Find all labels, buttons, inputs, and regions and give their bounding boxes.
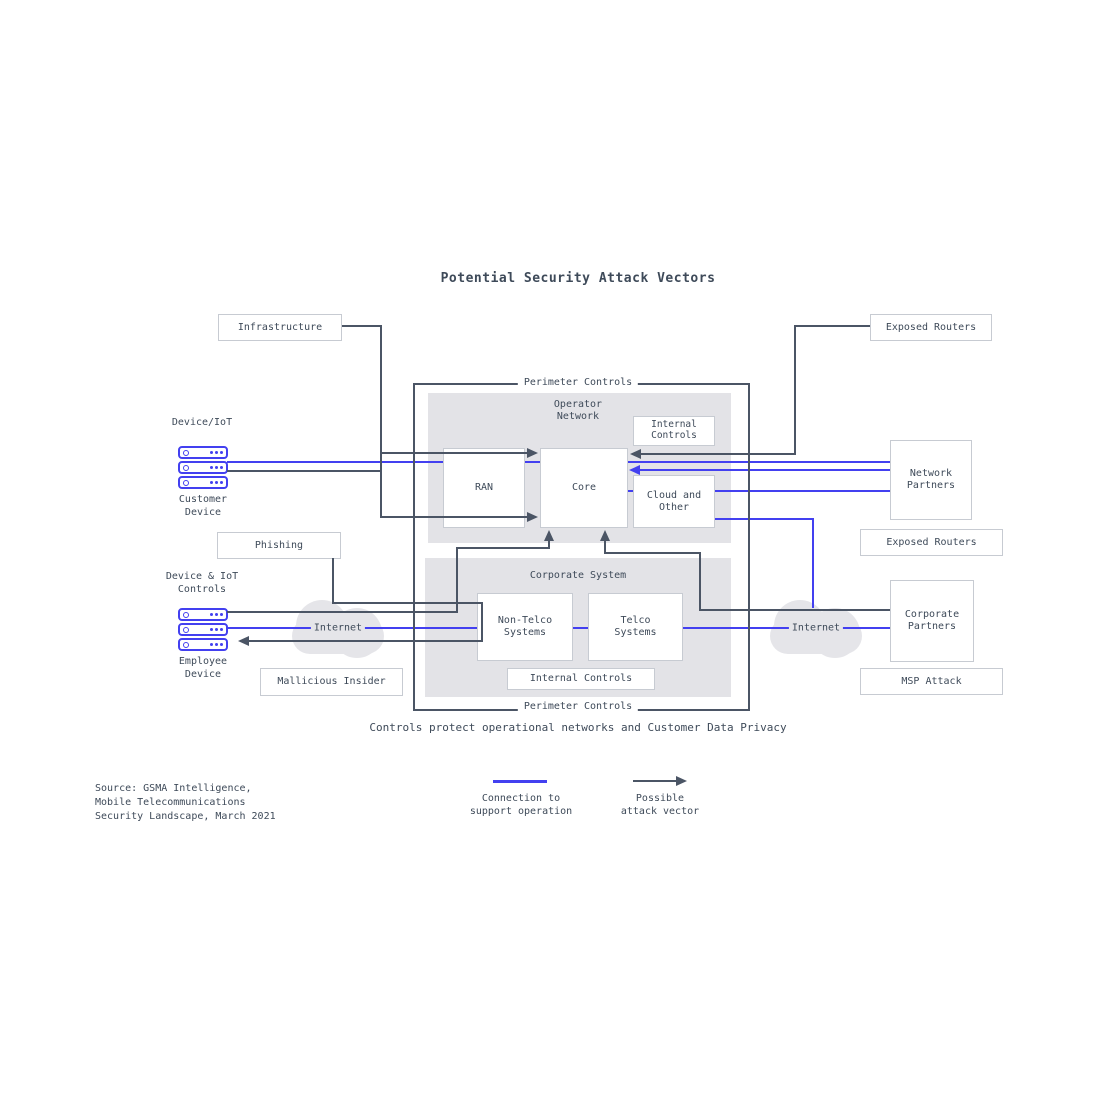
diagram-title: Potential Security Attack Vectors [440,271,716,286]
internal-controls-top-label: Internal Controls [651,419,697,441]
source-attribution: Source: GSMA Intelligence, Mobile Teleco… [95,783,276,822]
phishing-label: Phishing [254,539,304,551]
connection-line-cloudother-horizontal [714,518,814,520]
attack-line-left-vertical [380,325,382,518]
corporate-partners-box: Corporate Partners [890,580,974,662]
attack-line-exposed-routers-into-core [641,453,796,455]
perimeter-controls-bottom-label: Perimeter Controls [517,701,639,713]
mallicious-insider-box: Mallicious Insider [260,668,403,696]
attack-line-phishing-right [481,602,483,642]
connection-line-network-partners-to-core [640,469,890,471]
mallicious-insider-label: Mallicious Insider [277,676,386,687]
attack-line-corporate-horizontal [605,552,701,554]
attack-line-phishing-return [249,640,483,642]
attack-line-phishing-top [332,602,483,604]
telco-systems-label: Telco Systems [614,615,657,638]
legend-attack-arrowhead [676,776,687,786]
internal-controls-bottom-label: Internal Controls [529,673,633,684]
attack-line-into-core-lower [380,516,527,518]
legend-attack-label: Possible attack vector [620,793,700,817]
network-partners-box: Network Partners [890,440,972,520]
ran-label: RAN [474,482,494,493]
customer-device-icon [178,446,228,491]
attack-line-exposed-routers-vertical [794,325,796,455]
attack-line-insider-stub [548,539,550,549]
attack-line-insider [227,611,458,613]
attack-arrowhead-core-right [630,449,641,459]
attack-arrowhead-core-bottom-right [600,530,610,541]
attack-line-insider-vertical [456,547,458,613]
connection-arrowhead-into-core [629,465,640,475]
operator-network-title: Operator Network [553,399,603,422]
ran-box: RAN [443,448,525,528]
connection-line-core-cloud-network-partners [628,490,890,492]
exposed-routers-top-label: Exposed Routers [885,321,977,333]
internet-left-label: Internet [310,621,366,635]
infrastructure-label: Infrastructure [237,321,323,333]
attack-arrowhead-core-upper [527,448,538,458]
attack-arrowhead-employee-device [238,636,249,646]
attack-line-phishing-vertical [332,558,334,604]
internal-controls-top-box: Internal Controls [633,416,715,446]
legend-connection-line [493,780,547,783]
attack-line-insider-horizontal [456,547,549,549]
non-telco-systems-label: Non-Telco Systems [497,615,553,638]
attack-line-corporate-vertical [699,552,701,611]
employee-device-icon [178,608,228,653]
msp-attack-box: MSP Attack [860,668,1003,695]
exposed-routers-mid-box: Exposed Routers [860,529,1003,556]
corporate-system-title: Corporate System [529,570,627,581]
attack-arrowhead-core-bottom-left [544,530,554,541]
core-box: Core [540,448,628,528]
attack-line-infrastructure [342,325,382,327]
legend-attack-line [633,780,677,782]
network-partners-label: Network Partners [906,468,956,491]
attack-line-exposed-routers [795,325,870,327]
msp-attack-label: MSP Attack [901,675,962,687]
cloud-and-other-box: Cloud and Other [633,475,715,528]
internal-controls-bottom-box: Internal Controls [507,668,655,690]
infrastructure-box: Infrastructure [218,314,342,341]
internet-right-label: Internet [788,621,844,635]
legend-connection-label: Connection to support operation [469,793,573,817]
telco-systems-box: Telco Systems [588,593,683,661]
diagram-caption: Controls protect operational networks an… [369,721,787,734]
device-iot-label: Device/IoT [171,417,233,428]
attack-arrowhead-core-lower [527,512,538,522]
connection-line-cloudother-to-internet [812,518,814,608]
attack-line-customer-device [227,470,382,472]
exposed-routers-mid-label: Exposed Routers [886,536,977,548]
cloud-and-other-label: Cloud and Other [646,489,702,513]
device-iot-controls-label: Device & IoT Controls [165,571,239,595]
attack-line-into-core-upper [380,452,527,454]
corporate-partners-label: Corporate Partners [904,609,960,632]
core-label: Core [571,482,597,493]
exposed-routers-top-box: Exposed Routers [870,314,992,341]
phishing-box: Phishing [217,532,341,559]
attack-line-corporate-partners [700,609,890,611]
employee-device-label: Employee Device [178,656,228,680]
perimeter-controls-top-label: Perimeter Controls [517,377,639,389]
customer-device-label: Customer Device [178,494,228,518]
non-telco-systems-box: Non-Telco Systems [477,593,573,661]
attack-line-corporate-stub [604,539,606,554]
